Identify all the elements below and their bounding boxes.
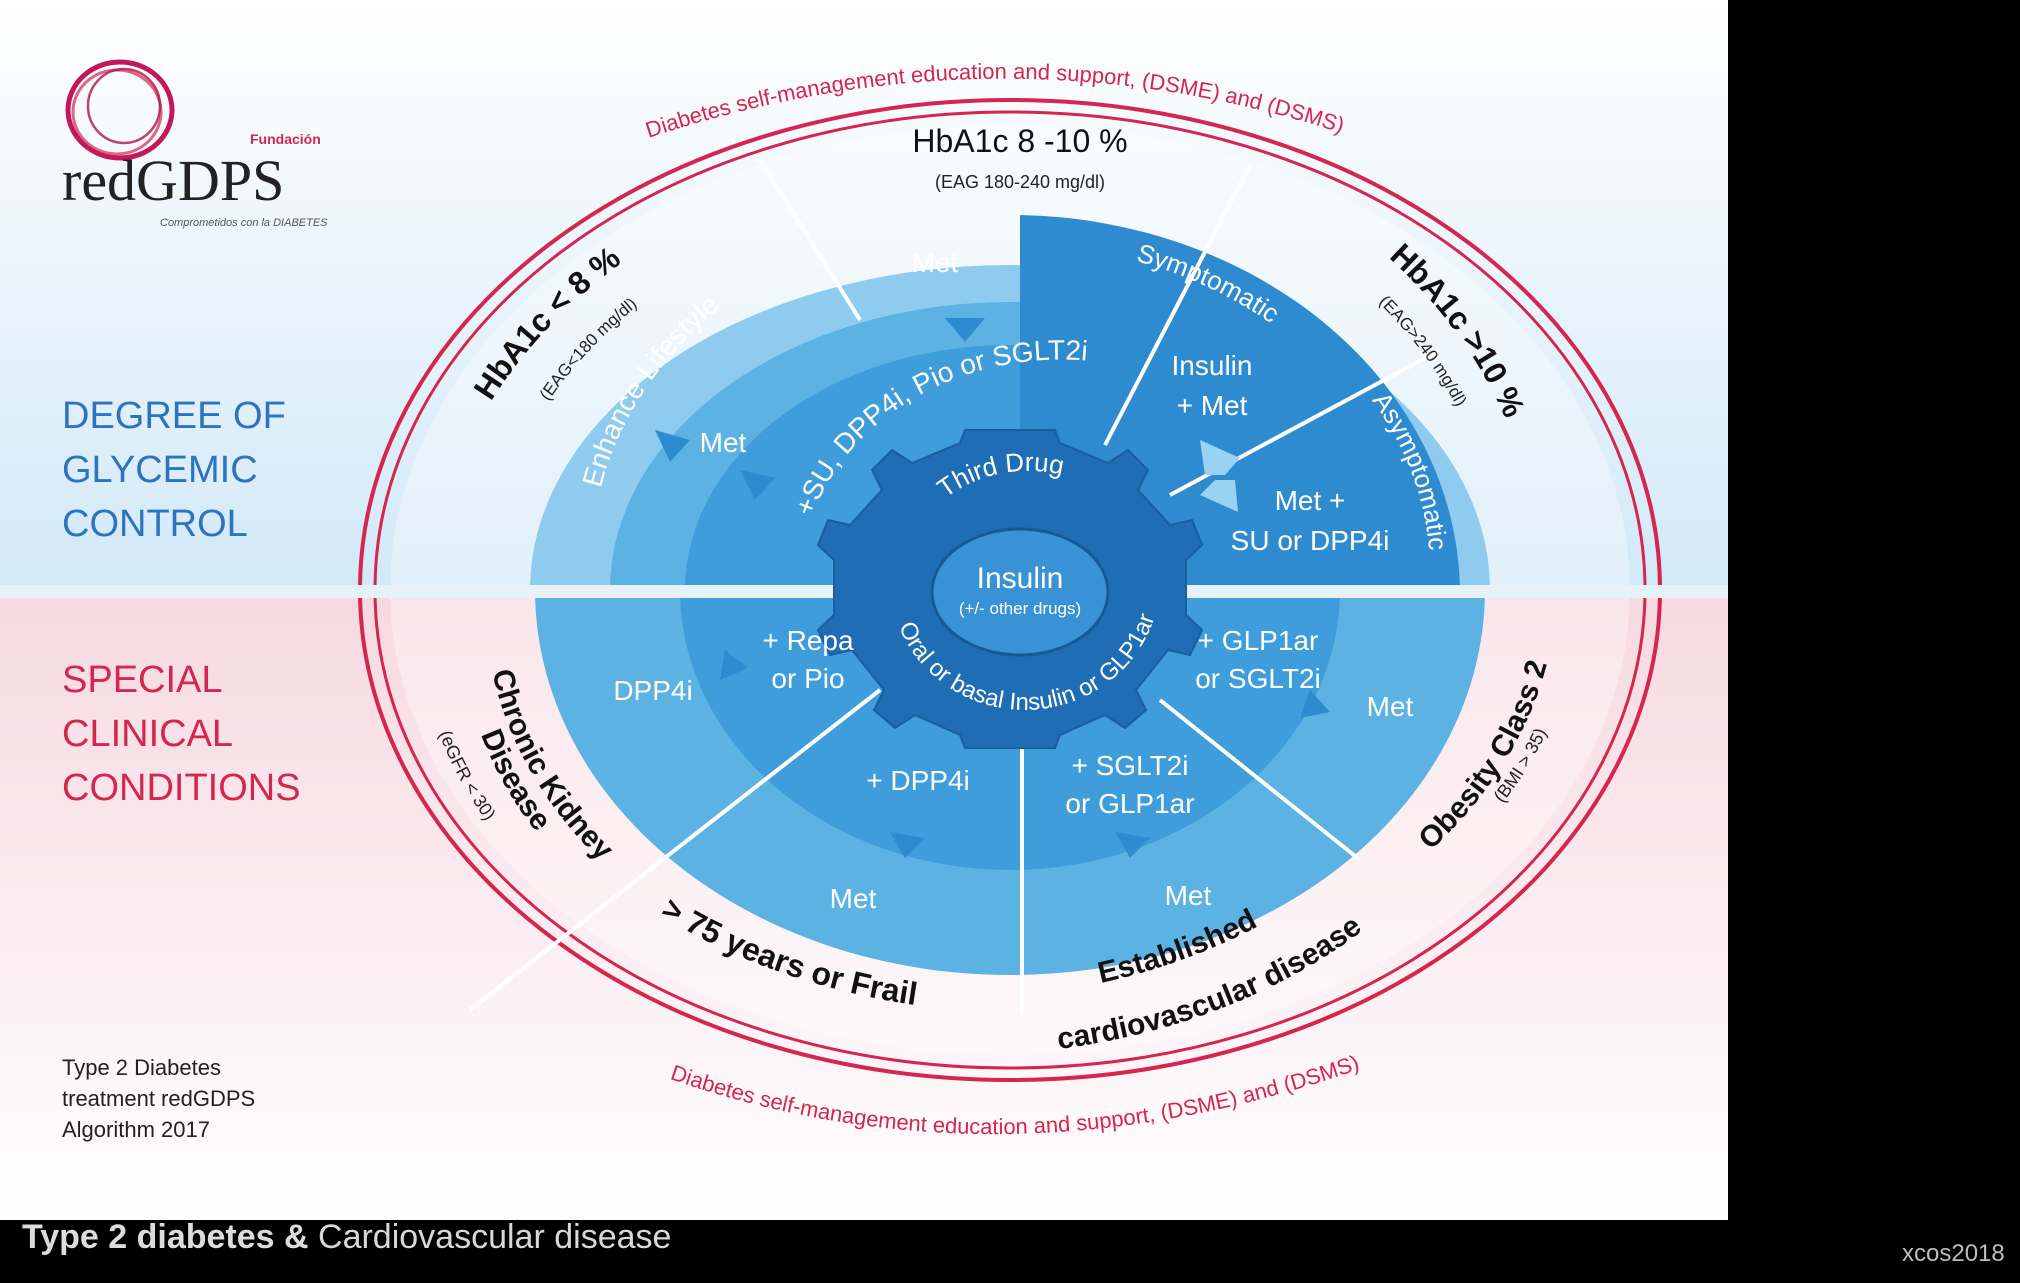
glp1ar-line-1: + GLP1ar: [1198, 625, 1319, 656]
special-line-1: SPECIAL: [62, 659, 223, 701]
met-su-line-2: SU or DPP4i: [1231, 525, 1390, 556]
footer-title-bold: Type 2 diabetes &: [22, 1218, 309, 1256]
flow-arrows: [655, 318, 1330, 858]
algorithm-note: Type 2 Diabetes treatment redGDPS Algori…: [62, 1055, 255, 1142]
note-line-2: treatment redGDPS: [62, 1086, 255, 1111]
repa-line-1: + Repa: [762, 625, 853, 656]
credit-label: xcos2018: [1902, 1240, 2005, 1267]
foundation-logo: Fundación redGDPS Comprometidos con la D…: [62, 59, 328, 229]
footer-title: Type 2 diabetes & Cardiovascular disease: [22, 1218, 671, 1257]
logo-name: redGDPS: [62, 148, 284, 213]
hba1c-top-sub: (EAG 180-240 mg/dl): [935, 172, 1105, 192]
hba1c-top-main: HbA1c 8 -10 %: [912, 123, 1127, 159]
special-line-2: CLINICAL: [62, 713, 233, 755]
sglt2i-line-2: or GLP1ar: [1065, 788, 1194, 819]
met-top-label: Met: [912, 247, 959, 278]
glycemic-line-3: CONTROL: [62, 503, 248, 545]
special-line-3: CONDITIONS: [62, 767, 301, 809]
dpp4i-label: DPP4i: [613, 675, 692, 706]
insulin-met-line-1: Insulin: [1172, 350, 1253, 381]
insulin-met-line-2: + Met: [1177, 390, 1248, 421]
logo-ring-icon: [65, 59, 175, 161]
plus-dpp4i-label: + DPP4i: [866, 765, 970, 796]
sector-dividers: [468, 158, 1441, 1015]
met-su-line-1: Met +: [1275, 485, 1346, 516]
met-left-label: Met: [700, 427, 747, 458]
insulin-sub-label: (+/- other drugs): [959, 599, 1081, 618]
glycemic-line-2: GLYCEMIC: [62, 449, 258, 491]
insulin-label: Insulin: [977, 562, 1064, 595]
note-line-3: Algorithm 2017: [62, 1117, 210, 1142]
logo-tagline: Comprometidos con la DIABETES: [160, 217, 328, 229]
glp1ar-line-2: or SGLT2i: [1195, 663, 1321, 694]
slide-canvas: Fundación redGDPS Comprometidos con la D…: [0, 0, 1728, 1220]
insulin-core: [930, 527, 1110, 657]
special-conditions-label: SPECIAL CLINICAL CONDITIONS: [62, 659, 301, 809]
met-cvd-label: Met: [1165, 880, 1212, 911]
glycemic-control-label: DEGREE OF GLYCEMIC CONTROL: [62, 395, 286, 545]
repa-line-2: or Pio: [771, 663, 844, 694]
glycemic-line-1: DEGREE OF: [62, 395, 286, 437]
note-line-1: Type 2 Diabetes: [62, 1055, 221, 1080]
met-frail-label: Met: [830, 883, 877, 914]
logo-foundation: Fundación: [250, 131, 321, 147]
double-arrow-icon: [1200, 440, 1240, 512]
met-obesity-label: Met: [1367, 691, 1414, 722]
sglt2i-line-1: + SGLT2i: [1072, 750, 1189, 781]
footer-title-rest: Cardiovascular disease: [308, 1218, 672, 1256]
